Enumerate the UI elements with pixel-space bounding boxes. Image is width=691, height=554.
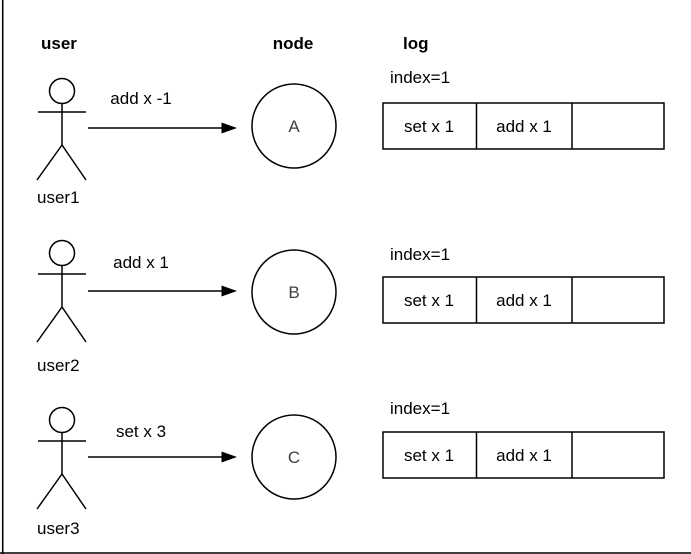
log-cell-text: set x 1: [404, 117, 454, 136]
stick-figure-head: [48, 239, 76, 267]
row-1: user1 add x -1 A index=1 set x 1 add x 1: [36, 68, 665, 207]
log-table: [382, 276, 665, 324]
node: C: [251, 414, 337, 500]
log: index=1 set x 1 add x 1: [382, 245, 665, 324]
log-cell-text: set x 1: [404, 446, 454, 465]
log-table: [382, 431, 665, 479]
message-arrow: [88, 285, 237, 297]
log-cell-text: add x 1: [496, 446, 552, 465]
user-label: user2: [37, 356, 80, 375]
message-label: add x -1: [110, 89, 171, 108]
stick-figure-head: [48, 77, 76, 105]
log-index-label: index=1: [390, 245, 450, 264]
message-arrow: [88, 451, 237, 463]
node-label: B: [288, 283, 299, 302]
stick-figure-left-leg: [36, 473, 63, 510]
user-stick-figure: [36, 77, 87, 181]
message-label: set x 3: [116, 422, 166, 441]
column-header-user: user: [41, 34, 77, 53]
arrow-head: [221, 451, 237, 463]
message-arrow: [88, 122, 237, 134]
log: index=1 set x 1 add x 1: [382, 68, 665, 150]
user-stick-figure: [36, 239, 87, 343]
node-label: C: [288, 448, 300, 467]
log-index-label: index=1: [390, 68, 450, 87]
stick-figure-right-leg: [61, 144, 87, 181]
stick-figure-right-leg: [61, 306, 87, 343]
node-circle: [251, 83, 337, 169]
message-label: add x 1: [113, 253, 169, 272]
node: A: [251, 83, 337, 169]
log-cell-text: add x 1: [496, 291, 552, 310]
user-label: user3: [37, 519, 80, 538]
log-cell-text: set x 1: [404, 291, 454, 310]
log-cell-text: add x 1: [496, 117, 552, 136]
user-stick-figure: [36, 406, 87, 510]
row-3: user3 set x 3 C index=1 set x 1 add x 1: [36, 399, 665, 538]
user-label: user1: [37, 188, 80, 207]
column-header-node: node: [273, 34, 314, 53]
node-circle: [251, 414, 337, 500]
log-table: [382, 102, 665, 150]
stick-figure-head: [48, 406, 76, 434]
row-2: user2 add x 1 B index=1 set x 1 add x 1: [36, 239, 665, 375]
stick-figure-left-leg: [36, 306, 63, 343]
node-circle: [251, 249, 337, 335]
node-label: A: [288, 117, 300, 136]
arrow-head: [221, 122, 237, 134]
stick-figure-left-leg: [36, 144, 63, 181]
log-index-label: index=1: [390, 399, 450, 418]
column-header-log: log: [403, 34, 429, 53]
arrow-head: [221, 285, 237, 297]
node: B: [251, 249, 337, 335]
log: index=1 set x 1 add x 1: [382, 399, 665, 479]
stick-figure-right-leg: [61, 473, 87, 510]
